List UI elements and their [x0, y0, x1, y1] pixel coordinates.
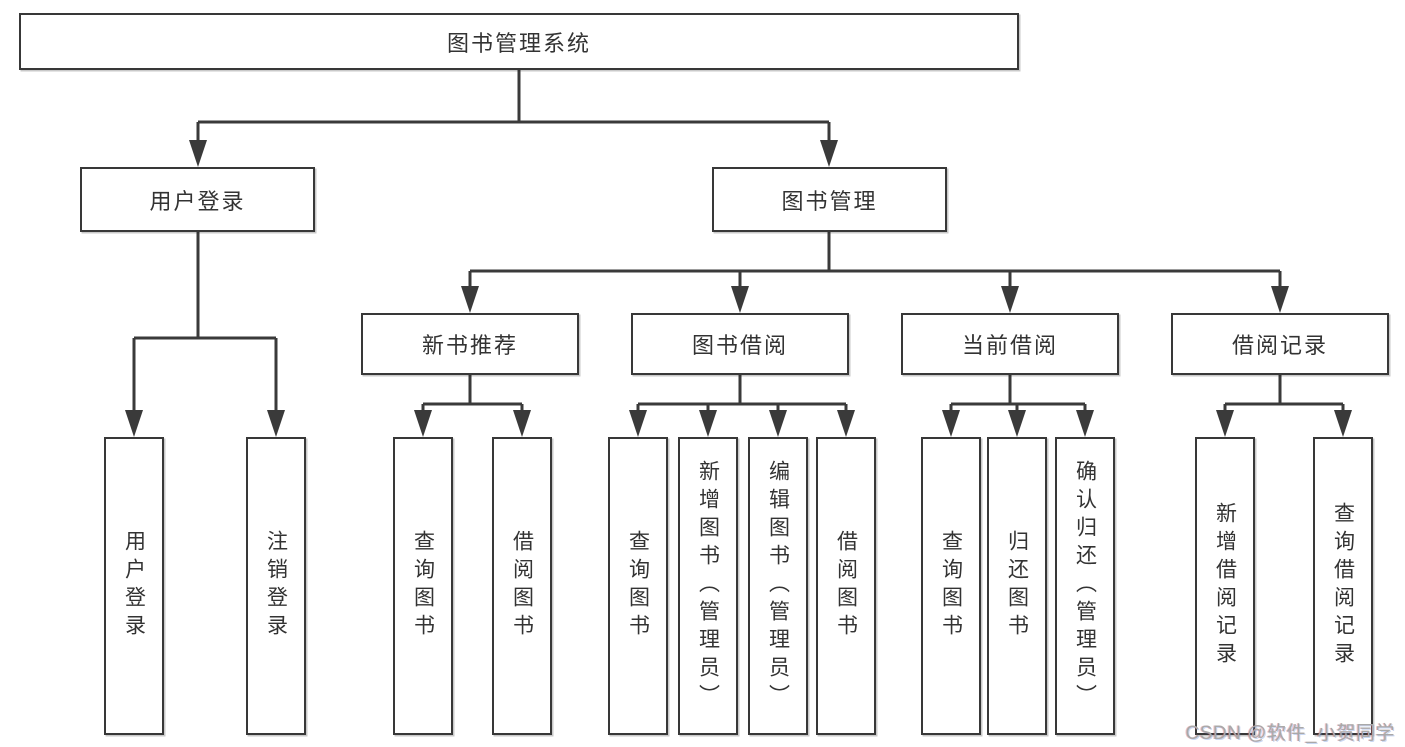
- node-user-login: 用户登录: [80, 167, 315, 232]
- leaf-return-books: 归还图书: [987, 437, 1047, 735]
- leaf-current-query-books: 查询图书: [921, 437, 981, 735]
- leaf-recommend-query-books: 查询图书: [393, 437, 453, 735]
- node-library-system: 图书管理系统: [19, 13, 1019, 70]
- node-borrow-records: 借阅记录: [1171, 313, 1389, 375]
- tree-edges: [132, 70, 1345, 418]
- leaf-user-login: 用户登录: [104, 437, 164, 735]
- leaf-add-borrow-record: 新增借阅记录: [1195, 437, 1255, 735]
- leaf-logout: 注销登录: [246, 437, 306, 735]
- node-book-management: 图书管理: [712, 167, 947, 232]
- leaf-query-borrow-record: 查询借阅记录: [1313, 437, 1373, 735]
- leaf-confirm-return-admin: 确认归还（管理员）: [1055, 437, 1115, 735]
- node-new-book-recommend: 新书推荐: [361, 313, 579, 375]
- arrowhead-icons: [125, 140, 1352, 437]
- leaf-add-books-admin: 新增图书（管理员）: [678, 437, 738, 735]
- leaf-recommend-borrow-books: 借阅图书: [492, 437, 552, 735]
- csdn-watermark: CSDN @软件_小贺同学: [1185, 723, 1395, 744]
- leaf-borrow-books: 借阅图书: [816, 437, 876, 735]
- node-book-borrow: 图书借阅: [631, 313, 849, 375]
- node-current-borrow: 当前借阅: [901, 313, 1119, 375]
- leaf-borrow-query-books: 查询图书: [608, 437, 668, 735]
- leaf-edit-books-admin: 编辑图书（管理员）: [748, 437, 808, 735]
